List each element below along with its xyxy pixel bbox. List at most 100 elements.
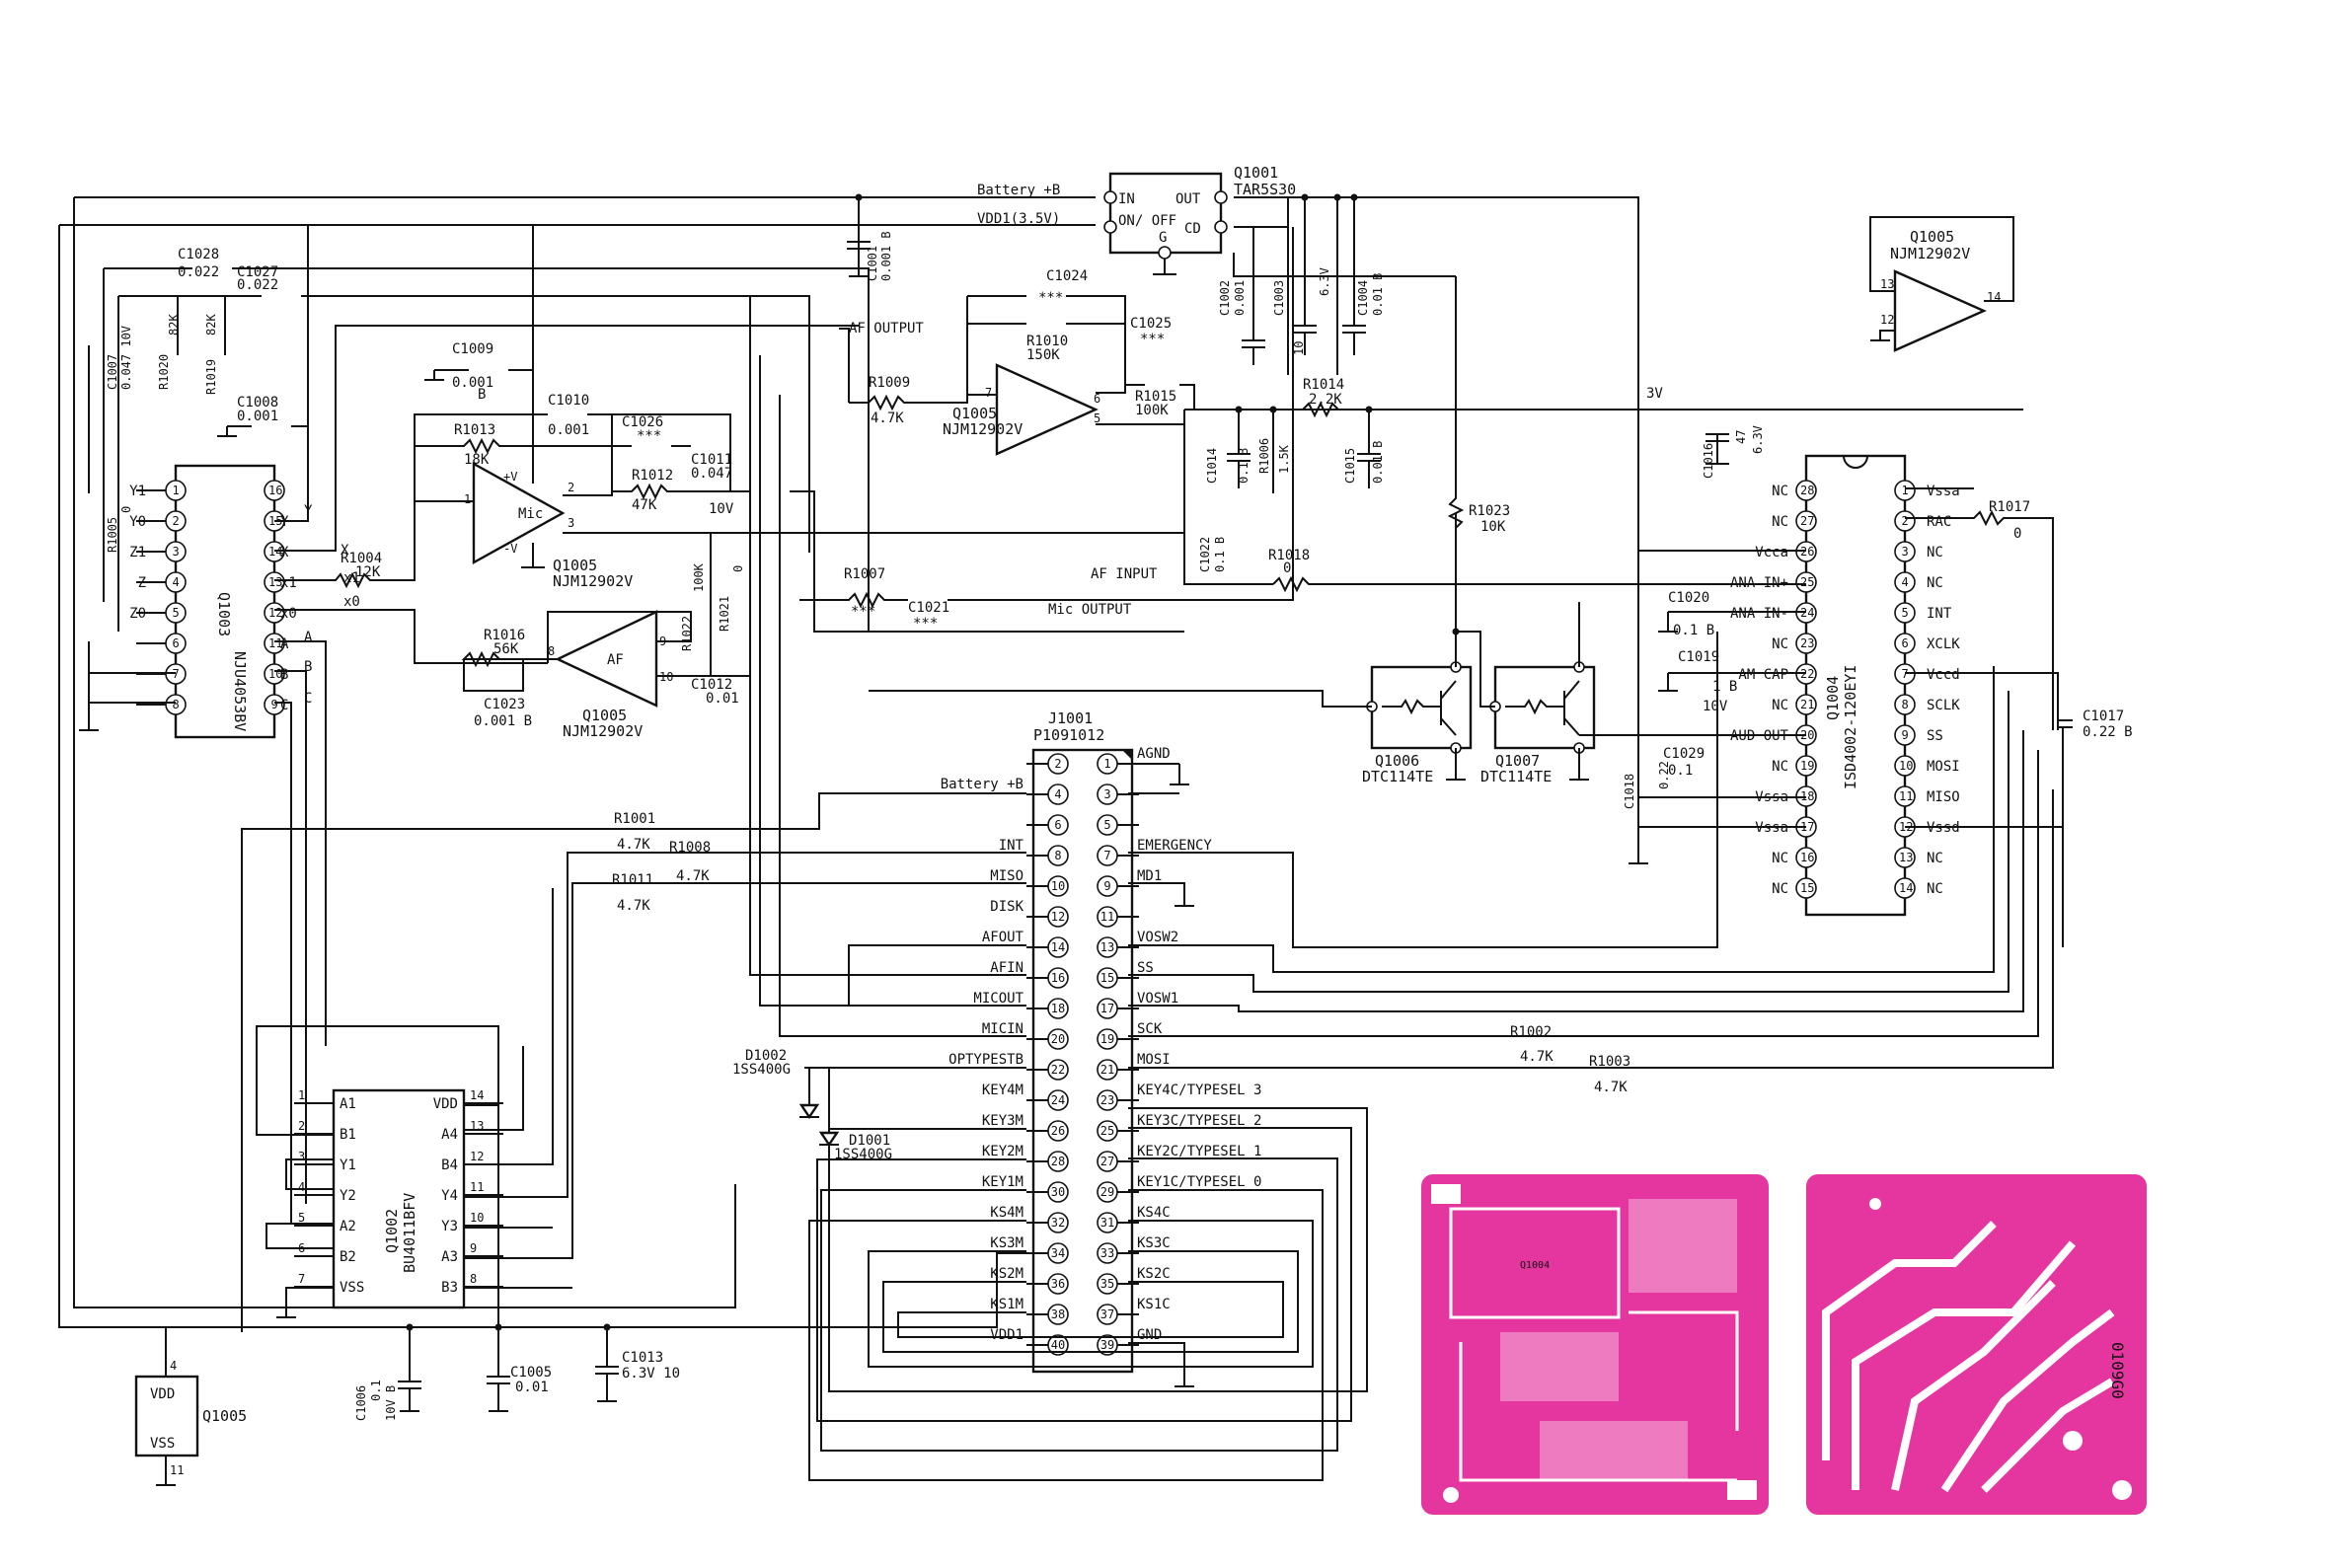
logic-pin-4: 4Y2 xyxy=(294,1180,356,1204)
isd-pin-name: NC xyxy=(1772,759,1788,775)
svg-text:7: 7 xyxy=(985,386,992,400)
svg-text:Y: Y xyxy=(304,503,313,519)
svg-text:5: 5 xyxy=(1094,411,1100,425)
logic-pin-number: 11 xyxy=(470,1180,484,1194)
c1023-ref: C1023 xyxy=(484,697,525,712)
net-af-output-label: AF OUTPUT xyxy=(849,321,924,336)
filter-network: C1028 0.022 C1027 0.022 R1020 82K R1019 … xyxy=(88,247,870,632)
c1029-ref: C1029 xyxy=(1663,746,1705,762)
mux-pin-10: 10B xyxy=(264,663,288,685)
connector-pin-number: 10 xyxy=(1051,879,1065,893)
isd-part: ISD4002-120EYI xyxy=(1842,665,1859,789)
c1027-ref: C1027 xyxy=(237,264,278,280)
spare-opamp-ref: Q1005 xyxy=(1910,228,1954,246)
connector-pin-number: 1 xyxy=(1103,757,1110,771)
c1028-ref: C1028 xyxy=(178,247,219,262)
r1005-val: 0 xyxy=(119,506,133,513)
r1022-val: 100K xyxy=(692,562,706,592)
logic-pin-name: B3 xyxy=(441,1280,458,1296)
connector-pin-number: 36 xyxy=(1051,1277,1065,1291)
c1002-ref: C1002 xyxy=(1218,280,1232,316)
mux-pin-number: 9 xyxy=(271,698,278,711)
transistor-q1006: Q1006 DTC114TE xyxy=(869,513,1473,785)
connector-pin-number: 18 xyxy=(1051,1002,1065,1015)
isd-pin-name: ANA IN- xyxy=(1730,606,1788,622)
r1003-ref: R1003 xyxy=(1589,1054,1630,1070)
svg-text:1: 1 xyxy=(464,492,471,506)
logic-pin-9: 9A3 xyxy=(441,1241,503,1265)
c1008-ref: C1008 xyxy=(237,395,278,411)
connector-pin-number: 25 xyxy=(1100,1124,1114,1138)
isd-pin-number: 13 xyxy=(1899,851,1913,864)
logic-pin-number: 5 xyxy=(298,1211,305,1225)
c1009-ref: C1009 xyxy=(452,341,493,357)
q1007-part: DTC114TE xyxy=(1480,768,1552,785)
r1009-ref: R1009 xyxy=(869,375,910,391)
mux-pin-name: Z xyxy=(138,575,146,591)
isd-pin-number: 2 xyxy=(1902,514,1909,528)
c1001-val: 0.001 B xyxy=(879,231,893,281)
r1001-ref: R1001 xyxy=(614,811,655,827)
svg-text:C: C xyxy=(304,691,312,707)
connector-pin-number: 4 xyxy=(1054,787,1061,801)
isd-pin-number: 16 xyxy=(1800,851,1814,864)
mux-decoupling: C1009 0.001 B C1008 0.001 xyxy=(217,225,533,437)
isd-pin-13: 13 NC xyxy=(1894,847,1943,868)
isd-pin-16: 16 NC xyxy=(1772,847,1817,868)
connector-left-label: INT xyxy=(999,838,1024,854)
logic-pin-3: 3Y1 xyxy=(294,1150,356,1173)
c1003-ref: C1003 xyxy=(1272,280,1286,316)
isd-pin-number: 11 xyxy=(1899,789,1913,803)
mux-pin-5: 5Z0 xyxy=(129,602,187,624)
connector-right-label: MOSI xyxy=(1137,1052,1171,1068)
connector-pin-number: 13 xyxy=(1100,940,1114,954)
c1011-ref: C1011 xyxy=(691,452,732,468)
mux-pin-number: 6 xyxy=(173,636,180,650)
mux-pin-number: 3 xyxy=(173,545,180,559)
mux-pin-11: 11A xyxy=(264,633,289,654)
connector-pin-number: 9 xyxy=(1103,879,1110,893)
mux-pin-16: 16 xyxy=(264,480,285,501)
connector-left-label: DISK xyxy=(990,899,1023,915)
isd-pin-name: NC xyxy=(1927,851,1943,866)
c1002-val: 0.001 xyxy=(1233,280,1247,316)
connector-right-label: KS1C xyxy=(1137,1297,1171,1312)
q1006-part: DTC114TE xyxy=(1362,768,1433,785)
c1014-ref: C1014 xyxy=(1205,448,1219,484)
isd-pin-number: 5 xyxy=(1902,606,1909,620)
c1005-val: 0.01 xyxy=(515,1380,549,1395)
connector-right-label: EMERGENCY xyxy=(1137,838,1212,854)
isd-pin-name: NC xyxy=(1772,851,1788,866)
isd-pin-name: NC xyxy=(1927,881,1943,897)
r1013-val: 18K xyxy=(464,452,490,468)
c1015-val: 0.01 B xyxy=(1371,441,1385,484)
mux-pin-number: 16 xyxy=(268,484,282,497)
connector-pin-number: 7 xyxy=(1103,849,1110,862)
c1028-val: 0.022 xyxy=(178,264,219,280)
connector-pin-number: 34 xyxy=(1051,1246,1065,1260)
c1009-val: 0.001 xyxy=(452,375,493,391)
isd-pin-number: 8 xyxy=(1902,698,1909,711)
af-output-net: R1009 4.7K AF OUTPUT xyxy=(839,296,968,426)
connector-left-label: OPTYPESTB xyxy=(948,1052,1023,1068)
regulator-pin-cd: CD xyxy=(1184,221,1201,237)
c1020-val: 0.1 B xyxy=(1673,623,1714,638)
logic-pin-number: 7 xyxy=(298,1272,305,1286)
isd-pin-number: 10 xyxy=(1899,759,1913,773)
c1016-ref: C1016 xyxy=(1702,443,1715,479)
